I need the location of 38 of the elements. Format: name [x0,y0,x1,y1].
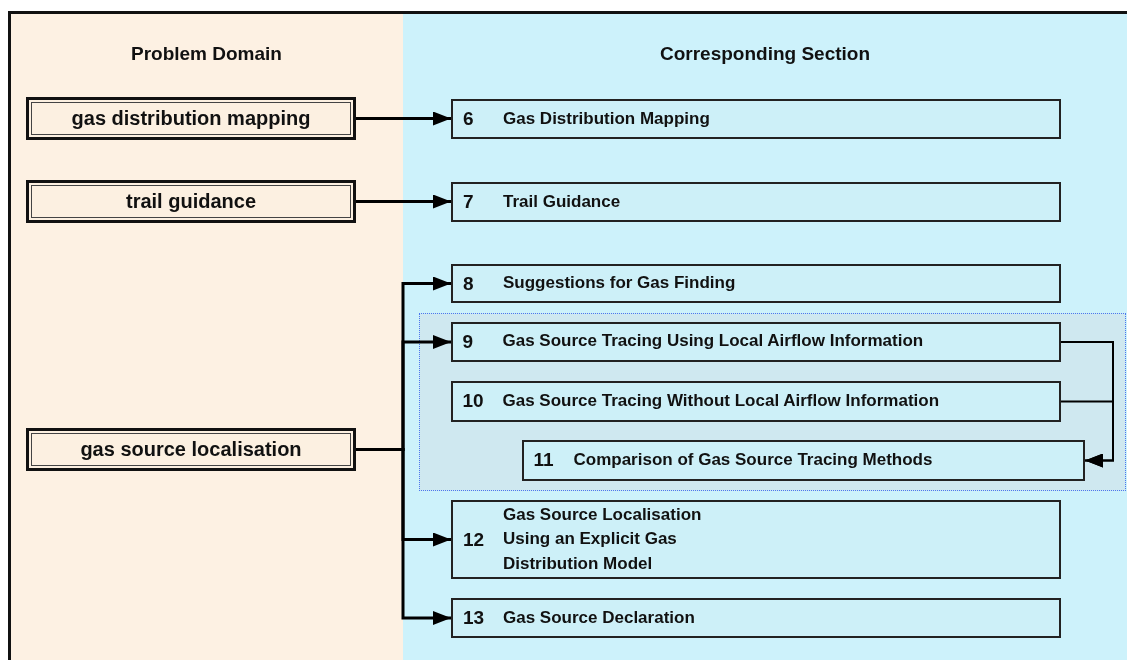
section-box [451,99,1061,139]
section-title: Suggestions for Gas Finding [503,272,736,295]
domain-label: gas source localisation [80,438,302,461]
section-title: Comparison of Gas Source Tracing Methods [573,448,933,471]
section-title: Trail Guidance [503,190,621,213]
section-box [450,380,1061,422]
section-number: 10 [462,390,485,412]
dotted-group-box [419,313,1126,491]
section-title: Gas Source Localisation Using an Explicit Gas Distribution Model [503,503,703,575]
section-number: 13 [463,607,486,629]
section-box [451,264,1061,303]
section-number: 12 [463,528,486,551]
section-box [451,500,1061,579]
domain-label: trail guidance [126,190,256,213]
column-panel [10,13,403,660]
section-box [521,439,1085,481]
column-heading: Problem Domain [130,43,283,65]
column-panel [403,13,1127,660]
section-box [450,321,1061,362]
section-title: Gas Source Declaration [503,606,695,629]
arrow [1060,400,1114,468]
domain-box [26,180,356,223]
domain-label: gas distribution mapping [71,107,311,130]
domain-box [26,428,356,471]
section-title: Gas Source Tracing Using Local Airflow Information [502,330,924,353]
section-number: 9 [462,330,475,353]
section-number: 6 [463,108,475,130]
section-number: 11 [533,449,555,471]
section-title: Gas Source Tracing Without Local Airflow Information [502,389,940,412]
domain-box [26,97,356,140]
arrow [356,111,451,126]
section-number: 7 [463,191,475,213]
section-box [451,598,1061,638]
section-number: 8 [463,272,475,295]
section-box [451,182,1061,222]
section-title: Gas Distribution Mapping [503,107,710,130]
arrow [356,194,451,209]
column-heading: Corresponding Section [658,43,872,65]
